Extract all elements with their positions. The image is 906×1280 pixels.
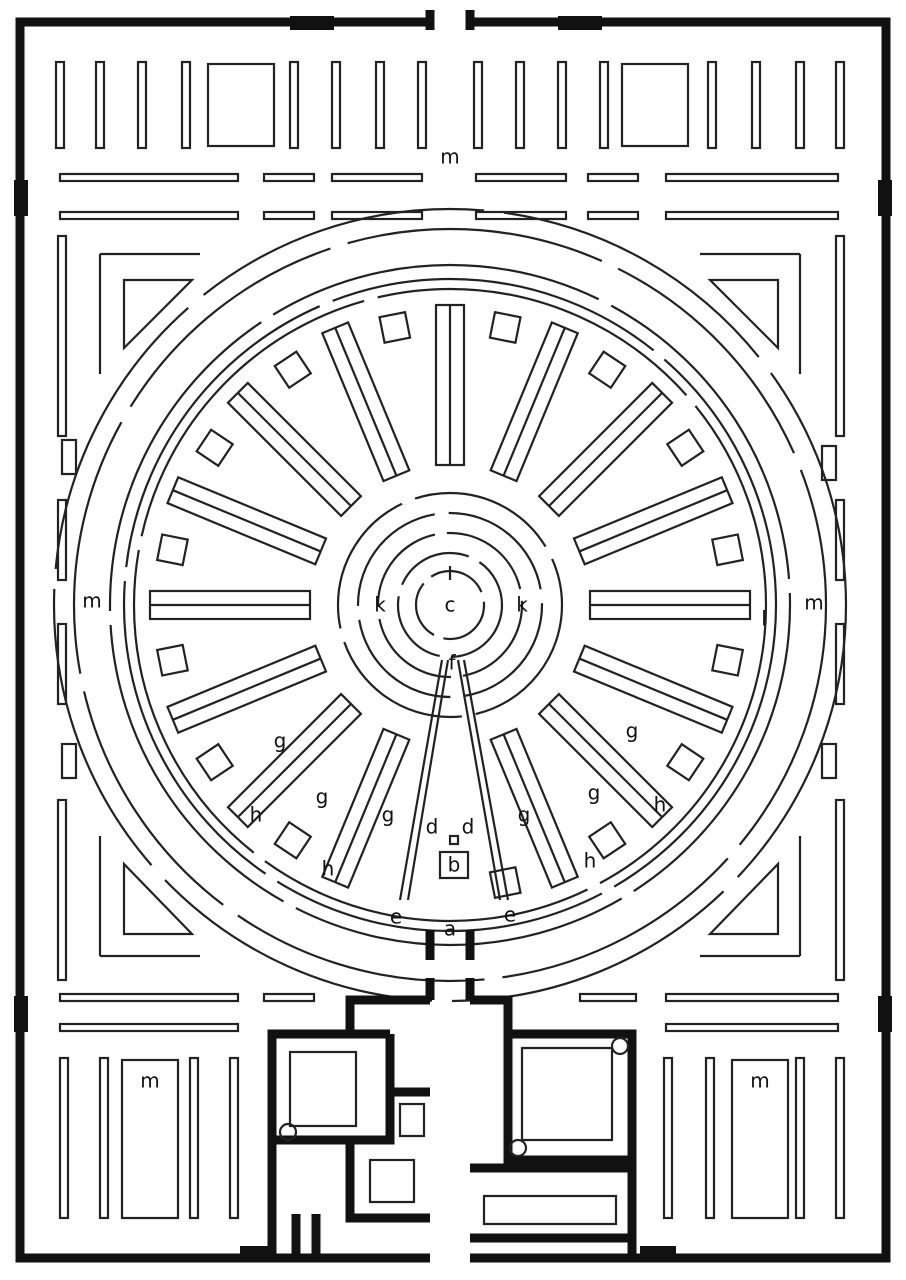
labels: a b c d d e e f g g g g g g h h h h k k … xyxy=(82,145,823,1093)
label-b: b xyxy=(448,853,461,877)
label-h3: h xyxy=(584,849,597,873)
small-square-bed xyxy=(155,533,190,567)
label-g1: g xyxy=(274,729,287,753)
label-g5: g xyxy=(588,781,601,805)
radial-beds xyxy=(148,303,752,900)
central-paths xyxy=(398,659,510,901)
label-d-left: d xyxy=(426,815,439,839)
gate-pier-top-right xyxy=(558,16,602,30)
top-beds xyxy=(54,60,846,150)
label-m-bottom-right: m xyxy=(750,1069,769,1093)
radial-bed-divider xyxy=(237,392,352,507)
outer-rings xyxy=(52,207,848,1003)
label-k-right: k xyxy=(516,593,528,617)
small-square-bed xyxy=(195,742,235,782)
inner-rings xyxy=(336,491,564,719)
outer-wall xyxy=(14,10,892,1263)
label-m-top: m xyxy=(440,145,459,169)
gate-pier-left-upper xyxy=(14,180,28,216)
label-m-left: m xyxy=(82,589,101,613)
bottom-left-plot xyxy=(120,1058,180,1220)
radial-bed-divider xyxy=(334,327,398,477)
label-g6: g xyxy=(626,719,639,743)
label-h2: h xyxy=(322,857,335,881)
small-square-bed xyxy=(378,310,412,345)
small-square-bed xyxy=(587,820,627,860)
bottom-buildings xyxy=(267,995,637,1258)
radial-bed-divider xyxy=(578,657,728,721)
label-g3: g xyxy=(382,803,395,827)
radial-bed-divider xyxy=(548,392,663,507)
gate-pier-bottom-left xyxy=(240,1246,276,1260)
entrance xyxy=(425,930,475,1000)
label-c: c xyxy=(445,593,456,617)
bottom-right-plot xyxy=(730,1058,790,1220)
label-g4: g xyxy=(518,803,531,827)
label-h1: h xyxy=(250,803,263,827)
radial-bed-divider xyxy=(502,327,566,477)
label-m-bottom-left: m xyxy=(140,1069,159,1093)
label-e-right: e xyxy=(504,903,516,927)
small-square-bed xyxy=(587,350,627,390)
small-square-bed xyxy=(710,643,745,677)
corner-triangles xyxy=(98,252,802,958)
radial-bed-divider xyxy=(172,489,322,553)
gate-pier-right-lower xyxy=(878,996,892,1032)
small-square-bed xyxy=(710,533,745,567)
small-square-bed xyxy=(273,350,313,390)
label-a: a xyxy=(444,917,456,941)
radial-bed-divider xyxy=(172,657,322,721)
small-square-bed xyxy=(665,428,705,468)
small-square-bed xyxy=(155,643,190,677)
small-square-bed xyxy=(665,742,705,782)
radial-bed-divider xyxy=(334,733,398,883)
gate-pier-bottom-right xyxy=(640,1246,676,1260)
small-square-bed xyxy=(273,820,313,860)
label-f: f xyxy=(448,651,456,675)
gate-pier-right-upper xyxy=(878,180,892,216)
label-l: l xyxy=(761,607,767,631)
bottom-right-beds xyxy=(662,1056,846,1220)
top-square-left xyxy=(206,62,276,148)
gate-pier-left-lower xyxy=(14,996,28,1032)
small-square-bed xyxy=(488,310,522,345)
well-b xyxy=(438,850,470,880)
label-e-left: e xyxy=(390,905,402,929)
gate-pier-top-left xyxy=(290,16,334,30)
label-g2: g xyxy=(316,785,329,809)
bottom-left-beds xyxy=(58,1056,240,1220)
radial-bed-divider xyxy=(502,733,566,883)
label-k-left: k xyxy=(374,593,386,617)
label-m-right: m xyxy=(804,591,823,615)
radial-bed-divider xyxy=(237,703,352,818)
radial-bed-divider xyxy=(578,489,728,553)
label-h4: h xyxy=(654,793,667,817)
small-square-bed xyxy=(195,428,235,468)
radial-bed-divider xyxy=(548,703,663,818)
label-d-right: d xyxy=(462,815,475,839)
top-square-right xyxy=(620,62,690,148)
